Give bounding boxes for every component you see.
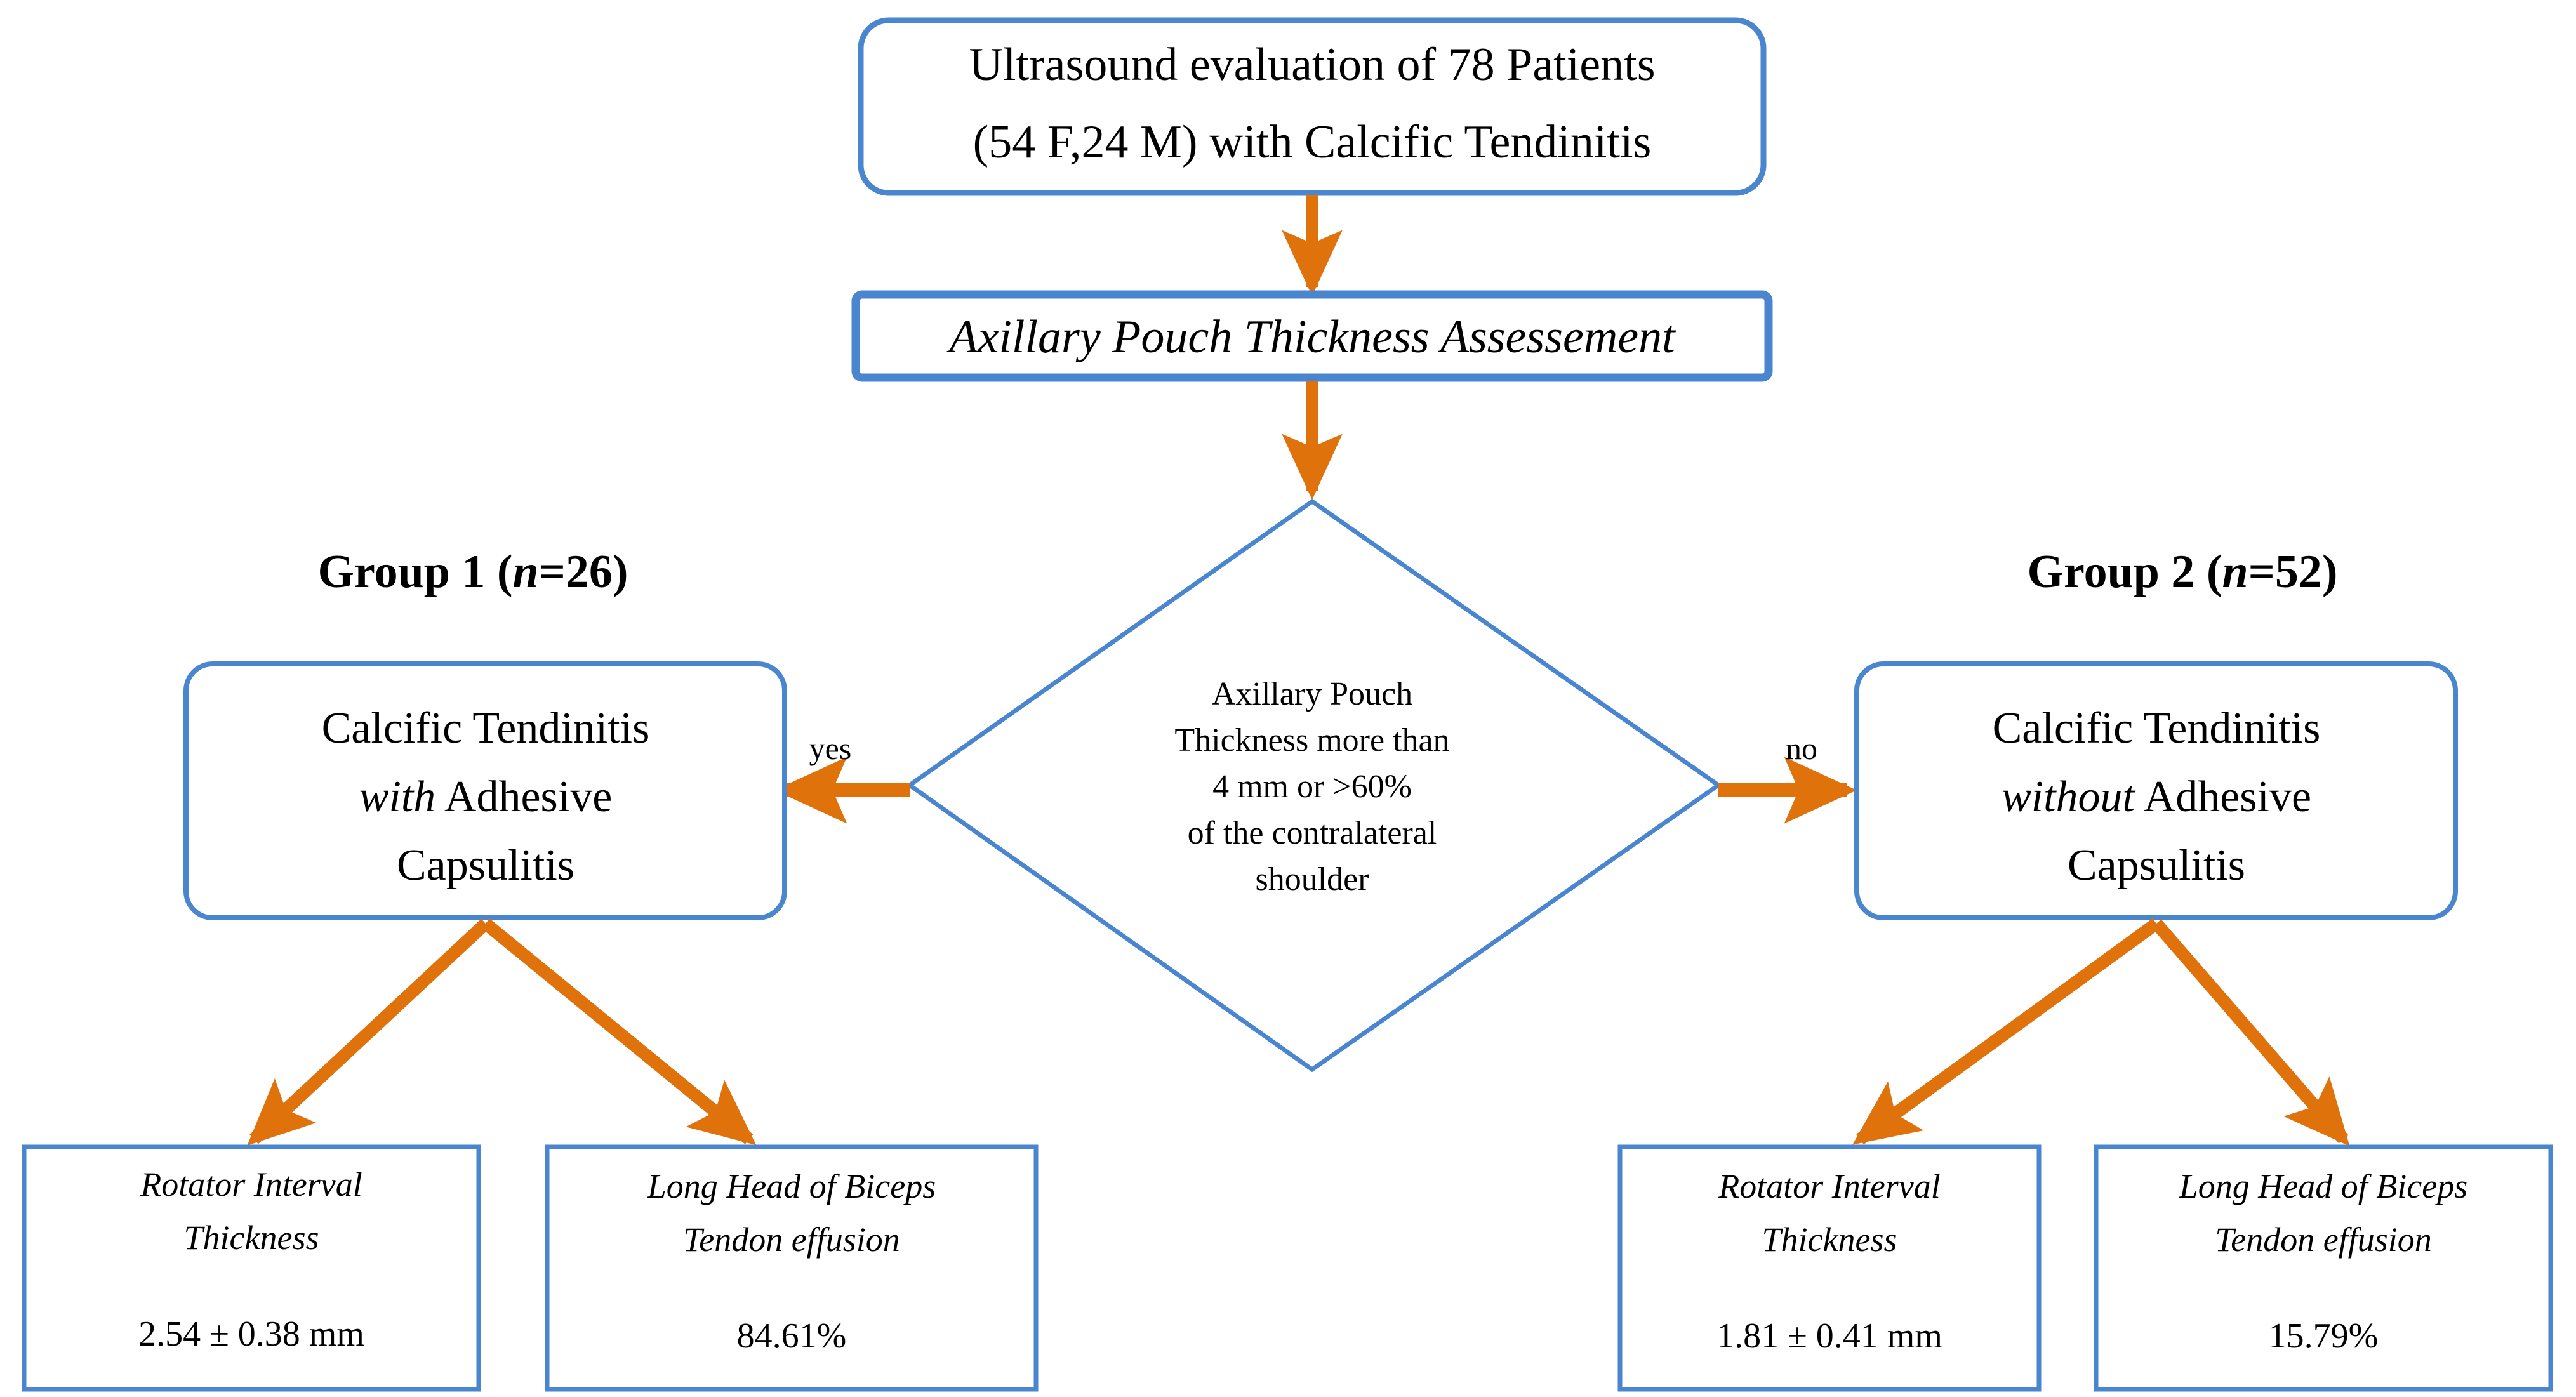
axillary-pouch-thickness-assessment-box: Axillary Pouch Thickness Assessement <box>851 290 1773 382</box>
yes-branch-label: yes <box>809 731 852 766</box>
assessment-box-frame <box>851 290 1773 382</box>
group2-long-head-biceps-tendon-effusion: Long Head of Biceps Tendon effusion 15.7… <box>2094 1144 2553 1392</box>
decision-text-line-3: 4 mm or >60% <box>1212 769 1412 805</box>
arrow-group2-to-leaf-1 <box>1852 918 2160 1145</box>
group-1-box-line-3: Capsulitis <box>397 841 574 890</box>
group-2-box-line-2-rest: Adhesive <box>2135 772 2311 821</box>
ultrasound-evaluation-line-1: Ultrasound evaluation of 78 Patients <box>969 39 1655 91</box>
group-2-header: Group 2 (n=52) <box>2028 546 2338 598</box>
group2-leaf-2-value: 15.79% <box>2269 1316 2379 1356</box>
group2-leaf-1-title-line-1: Rotator Interval <box>1718 1167 1940 1205</box>
group2-leaf-1-frame <box>1617 1144 2042 1392</box>
arrow-group1-to-leaf-2 <box>481 918 757 1146</box>
ultrasound-evaluation-box-frame <box>858 17 1767 196</box>
group-2-box-line-3: Capsulitis <box>2068 841 2245 890</box>
group-1-header-suffix: =26) <box>539 546 628 598</box>
assessment-box-label: Axillary Pouch Thickness Assessement <box>946 311 1676 363</box>
group2-leaf-2-title-line-1: Long Head of Biceps <box>2179 1167 2467 1205</box>
decision-diamond-shape <box>905 498 1723 1073</box>
group1-leaf-1-title-line-2: Thickness <box>184 1219 319 1257</box>
group1-leaf-1-frame <box>22 1144 481 1392</box>
decision-text-line-2: Thickness more than <box>1174 722 1449 758</box>
group2-leaf-2-title-line-2: Tendon effusion <box>2215 1221 2432 1259</box>
decision-diamond: Axillary Pouch Thickness more than 4 mm … <box>905 498 1723 1073</box>
ultrasound-evaluation-box: Ultrasound evaluation of 78 Patients (54… <box>858 17 1767 196</box>
arrow-group1-to-leaf-1 <box>247 918 490 1146</box>
group1-leaf-2-title-line-1: Long Head of Biceps <box>647 1167 936 1205</box>
group-1-box-line-1: Calcific Tendinitis <box>322 704 650 753</box>
group2-leaf-2-frame <box>2094 1144 2553 1392</box>
group-1-header-italic-n: n <box>513 546 539 598</box>
group-2-box-line-2: without Adhesive <box>2002 772 2311 821</box>
group-2-diagnosis-box: Calcific Tendinitis without Adhesive Cap… <box>1854 661 2458 920</box>
group1-long-head-biceps-tendon-effusion: Long Head of Biceps Tendon effusion 84.6… <box>545 1144 1039 1392</box>
group1-leaf-2-frame <box>545 1144 1039 1392</box>
group2-leaf-1-title-line-2: Thickness <box>1762 1221 1897 1259</box>
group-2-box-line-1: Calcific Tendinitis <box>1993 704 2321 753</box>
decision-text-line-4: of the contralateral <box>1188 815 1437 851</box>
group-1-diagnosis-box: Calcific Tendinitis with Adhesive Capsul… <box>183 661 787 920</box>
group1-leaf-1-title-line-1: Rotator Interval <box>140 1165 362 1203</box>
group1-leaf-2-value: 84.61% <box>737 1316 847 1356</box>
arrow-group2-to-leaf-2 <box>2151 919 2350 1146</box>
group-2-box-line-2-italic: without <box>2002 772 2136 821</box>
group-2-header-suffix: =52) <box>2248 546 2338 598</box>
group2-rotator-interval-thickness: Rotator Interval Thickness 1.81 ± 0.41 m… <box>1617 1144 2042 1392</box>
group-2-header-prefix: Group 2 ( <box>2028 546 2222 598</box>
group1-leaf-1-value: 2.54 ± 0.38 mm <box>138 1314 364 1354</box>
group-1-box-frame <box>183 661 787 920</box>
group1-leaf-2-title-line-2: Tendon effusion <box>683 1221 900 1259</box>
decision-text-line-5: shoulder <box>1255 861 1369 897</box>
group-1-box-line-2-rest: Adhesive <box>435 772 612 821</box>
group2-leaf-1-value: 1.81 ± 0.41 mm <box>1716 1316 1942 1356</box>
group-1-box-line-2: with Adhesive <box>359 772 613 821</box>
decision-text-line-1: Axillary Pouch <box>1212 676 1412 712</box>
ultrasound-evaluation-line-2: (54 F,24 M) with Calcific Tendinitis <box>973 116 1652 168</box>
group-1-header: Group 1 (n=26) <box>318 546 628 598</box>
group-2-box-frame <box>1854 661 2458 920</box>
group-2-header-italic-n: n <box>2222 546 2248 598</box>
group1-rotator-interval-thickness: Rotator Interval Thickness 2.54 ± 0.38 m… <box>22 1144 481 1392</box>
group-1-box-line-2-italic: with <box>359 772 436 821</box>
group-1-header-prefix: Group 1 ( <box>318 546 513 598</box>
no-branch-label: no <box>1786 731 1817 766</box>
